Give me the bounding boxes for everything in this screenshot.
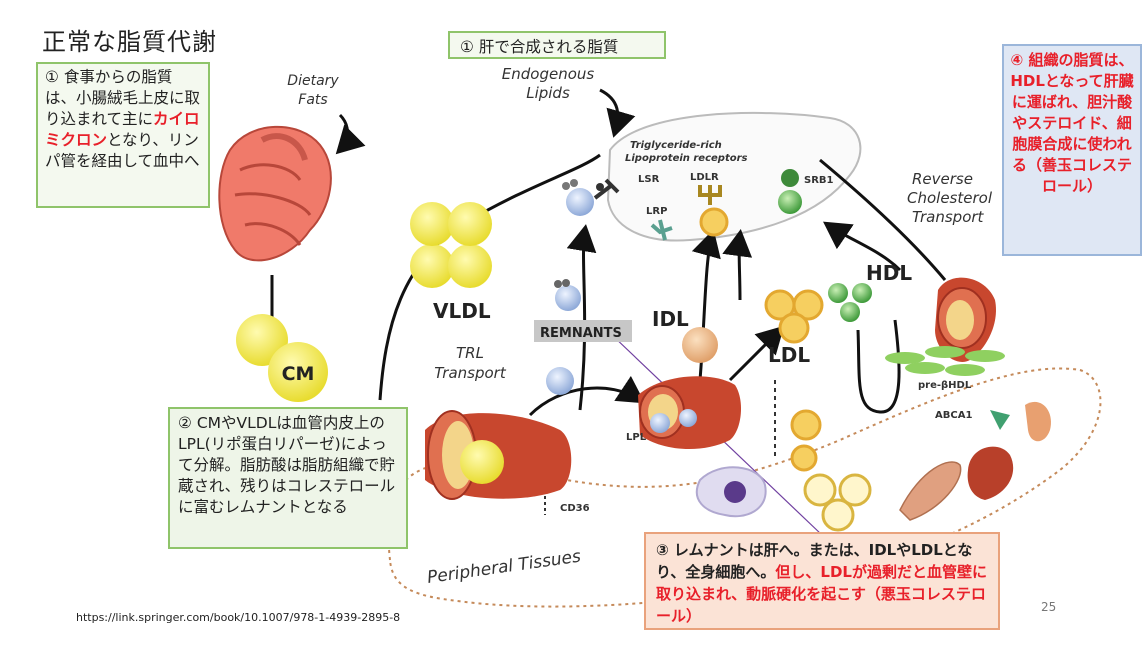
page-title: 正常な脂質代謝 [42, 28, 217, 56]
source-url: https://link.springer.com/book/10.1007/9… [76, 611, 401, 624]
note-remnants-ldl: ③ レムナントは肝へ。または、IDLやLDLとなり、全身細胞へ。但し、LDLが過… [644, 532, 1000, 630]
label-trl-transport-2: Transport [434, 364, 507, 382]
label-reverse-3: Transport [912, 208, 985, 226]
label-dietary-2: Fats [298, 92, 327, 108]
note3-highlight: 但し、LDLが過剰だと血管壁に取り込まれ、動脈硬化を起こす（悪玉コレステロール） [656, 563, 987, 625]
label-abca1: ABCA1 [935, 410, 972, 421]
label-cd36: CD36 [560, 503, 590, 514]
label-hdl: HDL [866, 261, 912, 285]
note-hdl: ④ 組織の脂質は、HDLとなって肝臓に運ばれ、胆汁酸やステロイド、細胞膜合成に使… [1002, 44, 1142, 256]
note-dietary-lipids: ① 食事からの脂質は、小腸絨毛上皮に取り込まれて主にカイロミクロンとなり、リンパ… [36, 62, 210, 208]
label-reverse-1: Reverse [912, 170, 973, 188]
note3-text-pre: ③ レムナントは肝へ。または、IDLやLDLとなり、全身細胞へ。 [656, 541, 973, 581]
label-trl-receptors-2: Lipoprotein receptors [625, 153, 748, 164]
label-srb1: SRB1 [804, 175, 834, 186]
label-reverse-2: Cholesterol [907, 189, 993, 207]
label-trl-receptors-1: Triglyceride-rich [630, 140, 722, 151]
note1-highlight: カイロミクロン [45, 110, 200, 149]
intestine-illustration [218, 125, 332, 262]
label-remnants: REMNANTS [540, 326, 622, 341]
note1-text-pre: ① 食事からの脂質は、小腸絨毛上皮に取り込まれて主に [45, 68, 201, 128]
label-lsr: LSR [638, 174, 660, 185]
label-endogenous-1: Endogenous [502, 65, 595, 83]
label-pre-bhdl: pre-βHDL [918, 380, 972, 391]
label-dietary-1: Dietary [287, 73, 339, 89]
label-trl-transport-1: TRL [456, 344, 484, 362]
vessel-left [425, 410, 572, 500]
page-number: 25 [1041, 600, 1057, 614]
note1-text-post: となり、リンパ管を経由して血中へ [45, 131, 200, 170]
label-lrp: LRP [646, 206, 667, 217]
note-liver-synthesis: ① 肝で合成される脂質 [448, 31, 666, 59]
vessel-middle [638, 376, 742, 450]
label-ldl: LDL [768, 343, 810, 367]
label-vldl: VLDL [433, 299, 491, 323]
label-endogenous-2: Lipids [526, 84, 570, 102]
label-ldlr: LDLR [690, 172, 719, 183]
label-idl: IDL [652, 307, 689, 331]
vessel-right [885, 277, 1005, 376]
label-peripheral-tissues: Peripheral Tissues [426, 547, 582, 588]
label-lpl: LPL [626, 432, 647, 443]
label-cm: CM [282, 363, 315, 385]
note-lpl-breakdown: ② CMやVLDLは血管内皮上のLPL(リポ蛋白リパーゼ)によって分解。脂肪酸は… [168, 407, 408, 549]
